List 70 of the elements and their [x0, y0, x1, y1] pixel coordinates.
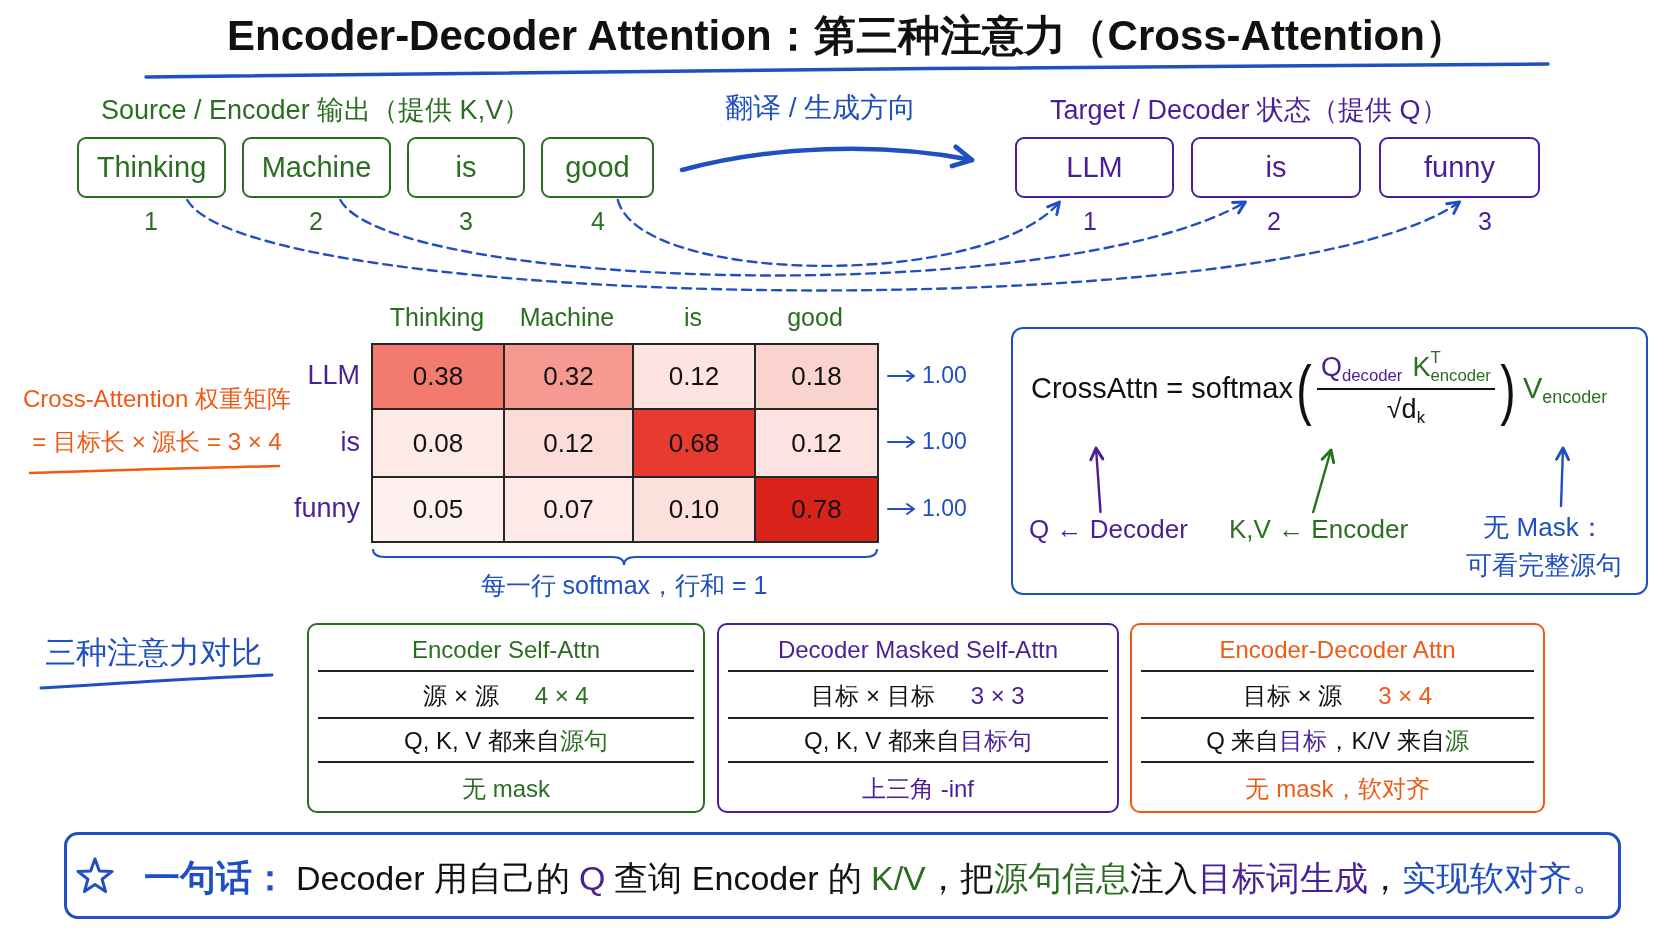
matrix-cell: 0.08 [371, 408, 505, 478]
card-row: 目标 × 目标 3 × 3 [811, 681, 1025, 711]
matrix-cell: 0.32 [503, 343, 634, 410]
card-row: Q 来自 目标，K/V 来自源 [1206, 726, 1469, 756]
matrix-cell: 0.12 [632, 343, 756, 410]
card-row: 无 mask [462, 774, 550, 804]
card-row: Q, K, V 都来自源句 [404, 726, 608, 756]
title: Encoder-Decoder Attention：第三种注意力（Cross-Attention） [227, 10, 1467, 61]
index-number: 1 [144, 206, 158, 236]
index-number: 2 [1267, 206, 1281, 236]
dashed-arrow [616, 198, 1061, 268]
dashed-arrow [186, 198, 1461, 292]
row-sum: 1.00 [922, 494, 967, 523]
row-label: funny [293, 492, 360, 525]
token-box: is [1191, 137, 1361, 198]
dashed-arrow [339, 198, 1247, 277]
card-title: Encoder Self-Attn [411, 635, 601, 665]
row-sum: 1.00 [922, 361, 967, 390]
matrix-note: Cross-Attention 权重矩阵 = 目标长 × 源长 = 3 × 4 [21, 384, 293, 457]
index-number: 1 [1083, 206, 1097, 236]
matrix-cell: 0.07 [503, 476, 634, 543]
index-number: 2 [309, 206, 323, 236]
column-label: Thinking [389, 302, 485, 332]
matrix-cell: 0.05 [371, 476, 505, 543]
token-box: good [541, 137, 654, 198]
brace-label: 每一行 softmax，行和 = 1 [480, 570, 768, 600]
annotation: K,V ← Encoder [1229, 514, 1409, 546]
card-title: Decoder Masked Self-Attn [777, 635, 1059, 665]
arrow [1089, 446, 1105, 514]
arrow [1555, 446, 1571, 508]
group-heading: Source / Encoder 输出（提供 K,V） [101, 93, 531, 127]
token-box: funny [1379, 137, 1540, 198]
annotation: 无 Mask：可看完整源句 [1459, 508, 1629, 584]
card-title: Encoder-Decoder Attn [1219, 635, 1456, 665]
summary-banner [64, 832, 1621, 919]
matrix-cell: 0.68 [632, 408, 756, 478]
matrix-cell: 0.38 [371, 343, 505, 410]
column-label: is [683, 302, 703, 332]
matrix-cell: 0.12 [754, 408, 879, 478]
token-box: LLM [1015, 137, 1174, 198]
column-label: good [787, 302, 843, 332]
card-row: 上三角 -inf [862, 774, 974, 804]
card-row: 源 × 源 4 × 4 [423, 681, 589, 711]
comparison-card [717, 623, 1119, 813]
comparison-card [307, 623, 705, 813]
index-number: 3 [459, 206, 473, 236]
group-heading: Target / Decoder 状态（提供 Q） [1050, 93, 1448, 127]
formula-box [1011, 327, 1648, 595]
matrix-cell: 0.78 [754, 476, 879, 543]
token-box: is [407, 137, 525, 198]
card-row: 目标 × 源 3 × 4 [1242, 681, 1433, 711]
direction-label: 翻译 / 生成方向 [725, 91, 917, 125]
row-label: is [340, 425, 360, 459]
column-label: Machine [519, 302, 615, 332]
row-label: LLM [307, 359, 360, 392]
matrix-cell: 0.12 [503, 408, 634, 478]
matrix-cell: 0.10 [632, 476, 756, 543]
section-heading: 三种注意力对比 [45, 634, 262, 672]
index-number: 4 [591, 206, 605, 236]
arrow [1312, 448, 1336, 514]
card-row: Q, K, V 都来自 目标句 [804, 726, 1032, 756]
token-box: Thinking [77, 137, 226, 198]
row-sum: 1.00 [922, 428, 967, 456]
card-row: 无 mask，软对齐 [1245, 774, 1430, 804]
index-number: 3 [1478, 206, 1492, 236]
comparison-card [1130, 623, 1545, 813]
summary-sentence: 一句话： Decoder 用自己的 Q 查询 Encoder 的 K/V，把源句信息注入目标词生成，实现软对齐。 [144, 855, 1606, 899]
matrix-cell: 0.18 [754, 343, 879, 410]
annotation: Q ← Decoder [1029, 514, 1188, 546]
token-box: Machine [242, 137, 391, 198]
